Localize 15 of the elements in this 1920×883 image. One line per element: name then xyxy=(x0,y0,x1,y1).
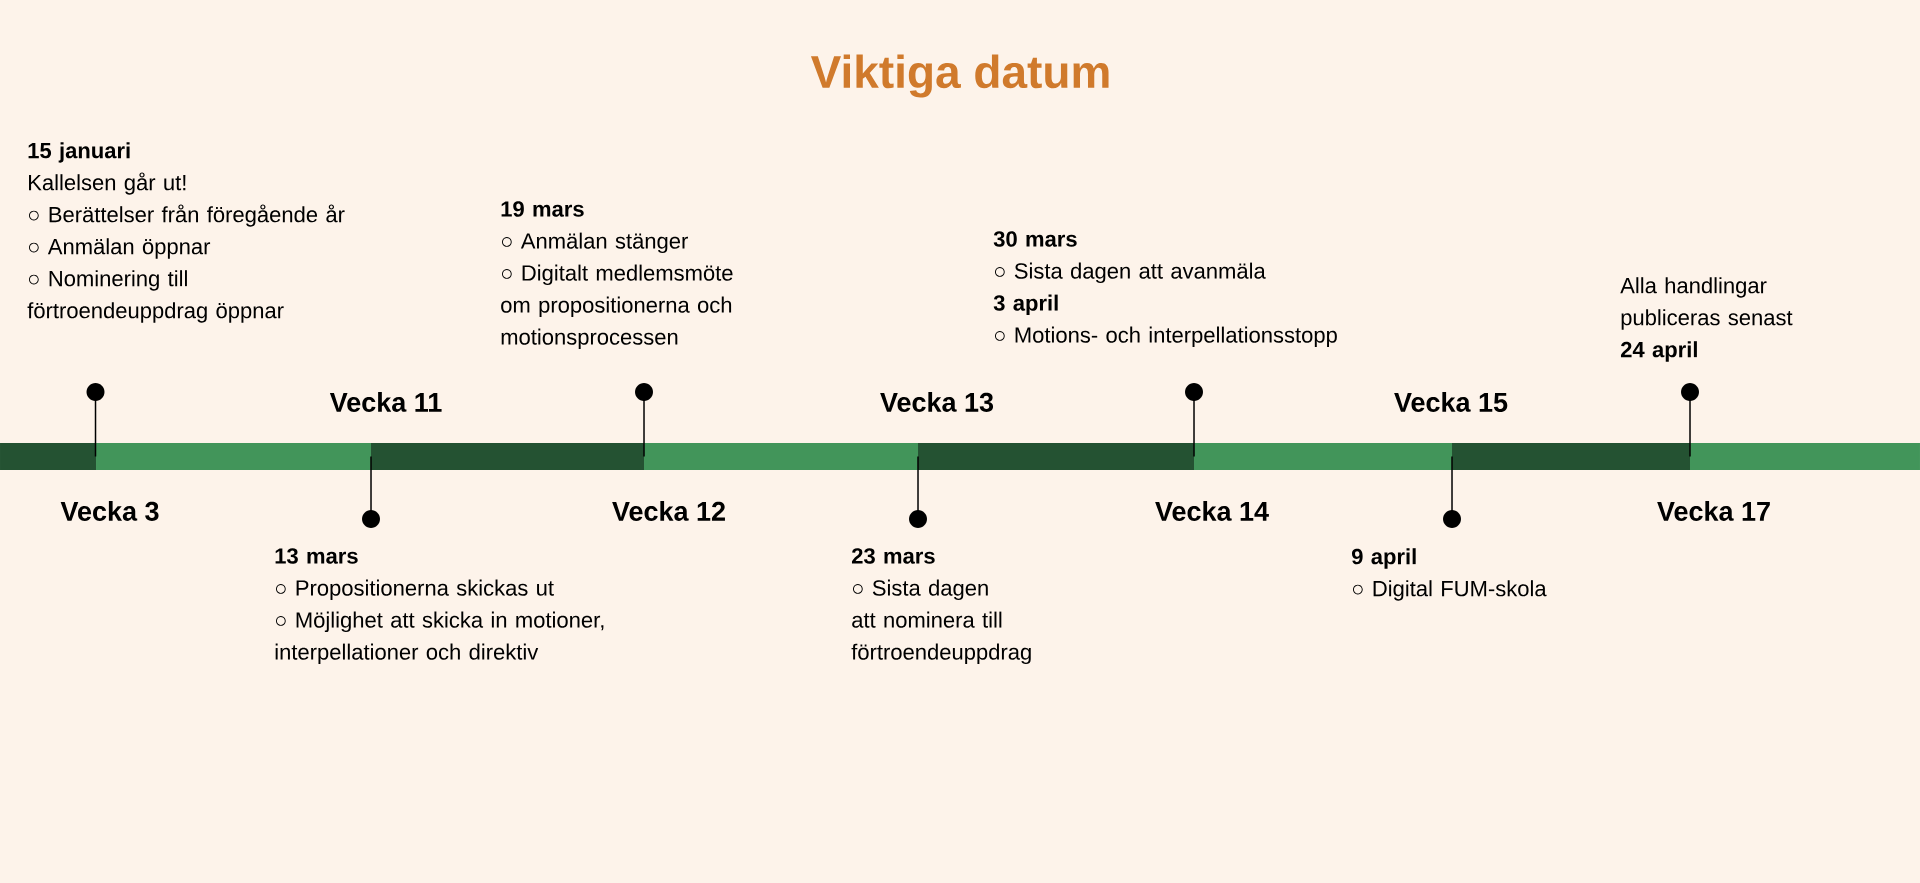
event-text: 30 mars ○ Sista dagen att avanmäla 3 april ○ Motions- och interpellationsstopp xyxy=(993,231,1337,348)
title: Viktiga datum xyxy=(810,54,1109,98)
event-text: 9 april ○ Digital FUM-skola xyxy=(1352,548,1547,601)
week-label: Vecka 3 xyxy=(60,501,159,521)
event-text: 23 mars ○ Sista dagen att nominera till förtroendeuppdrag xyxy=(851,548,1031,665)
week-label: Vecka 13 xyxy=(880,392,994,412)
event-text: Alla handlingar publiceras senast 24 april xyxy=(1620,277,1793,362)
week-label: Vecka 14 xyxy=(1155,501,1269,521)
event-text: 15 januari Kallelsen går ut! ○ Berättelser från föregående år ○ Anmälan öppnar ○ Nominering till förtroendeuppdrag öppnar xyxy=(27,142,345,323)
event-text: 19 mars ○ Anmälan stänger ○ Digitalt medlemsmöte om propositionerna och motionsprocessen xyxy=(501,201,733,350)
event-text: 13 mars ○ Propositionerna skickas ut ○ Möjlighet att skicka in motioner, interpellationer och direktiv xyxy=(275,548,604,665)
week-label: Vecka 17 xyxy=(1657,501,1770,521)
week-label: Vecka 15 xyxy=(1394,392,1508,412)
week-label: Vecka 12 xyxy=(612,501,725,521)
week-label: Vecka 11 xyxy=(329,392,442,412)
